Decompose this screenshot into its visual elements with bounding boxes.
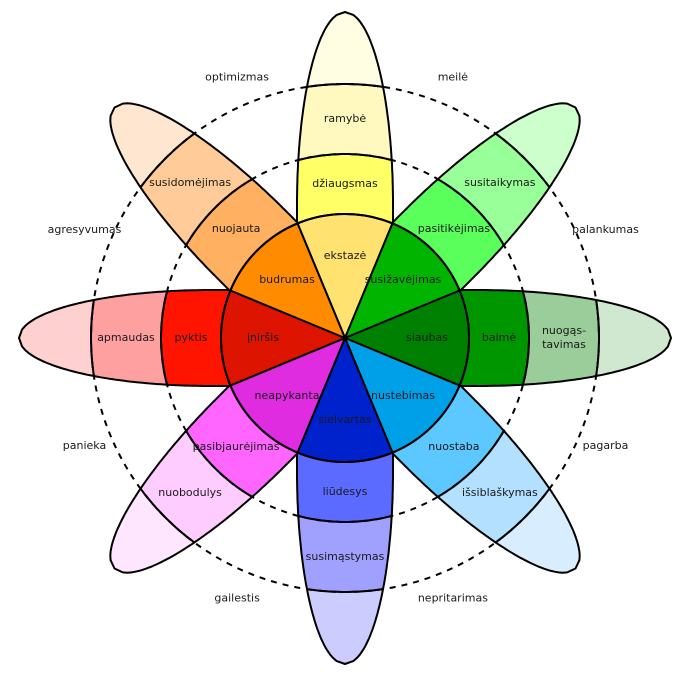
emotion-label: siaubas [406,331,448,344]
dashed-rings-group [90,83,600,593]
petal-anticipation [109,102,300,293]
petal-surprise [390,383,581,574]
petal-joy [296,11,394,225]
emotion-label: susitaikymas [464,176,536,189]
emotion-label: neapykanta [255,389,320,402]
outer-dashed-ring [90,83,600,593]
dyad-label: panieka [63,439,106,452]
dyad-label: pagarba [583,439,629,452]
dyad-label: gailestis [214,592,260,605]
core-circle [220,213,470,463]
emotion-label: džiaugsmas [312,177,378,190]
dyad-label: optimizmas [205,71,269,84]
emotion-label: ramybė [324,112,366,125]
petal-anger [18,289,232,387]
emotion-label: budrumas [259,273,315,286]
dyad-label: palankumas [572,223,639,236]
emotion-label: sielvartas [318,413,371,426]
emotion-label: pasitikėjimas [418,222,491,235]
emotion-label: įniršis [247,331,279,344]
emotion-label: išsiblaškymas [462,486,538,499]
petal-fear-layer-3 [595,299,672,377]
petal-disgust-layer-3 [109,487,196,574]
petal-joy-layer-3 [306,11,384,88]
emotion-label: baimė [482,331,516,344]
emotion-label: pasibjaurėjimas [193,440,280,453]
core-wheel-group [220,213,470,463]
emotion-label: susidomėjimas [149,176,231,189]
emotion-label: susimąstymas [306,550,385,563]
petal-surprise-layer-3 [494,487,581,574]
emotion-label: ekstazė [324,249,367,262]
dyad-label: nepritarimas [418,592,488,605]
emotion-label: nuostaba [428,440,479,453]
labels-group: ekstazė džiaugsmas ramybė susižavėjimas pasi… [97,112,586,563]
emotion-label: nustebimas [371,389,435,402]
emotion-label: apmaudas [97,331,155,344]
petal-sadness [296,451,394,665]
petal-sadness-layer-3 [306,588,384,665]
emotion-label: nuobodulys [158,486,222,499]
emotion-label: susižavėjimas [365,273,442,286]
petal-anger-layer-3 [18,299,95,377]
petals-group [18,11,672,665]
dyad-label: meilė [438,71,469,84]
emotion-label: liūdesys [323,485,368,498]
dyad-labels-group: meilė palankumas pagarba nepritarimas gailes… [48,71,639,605]
emotion-label: nuogąs-tavimas [542,324,586,351]
emotion-label: pyktis [175,331,208,344]
inner-dashed-ring [160,153,530,523]
dyad-label: agresyvumas [48,223,122,236]
emotion-label: nuojauta [212,222,261,235]
